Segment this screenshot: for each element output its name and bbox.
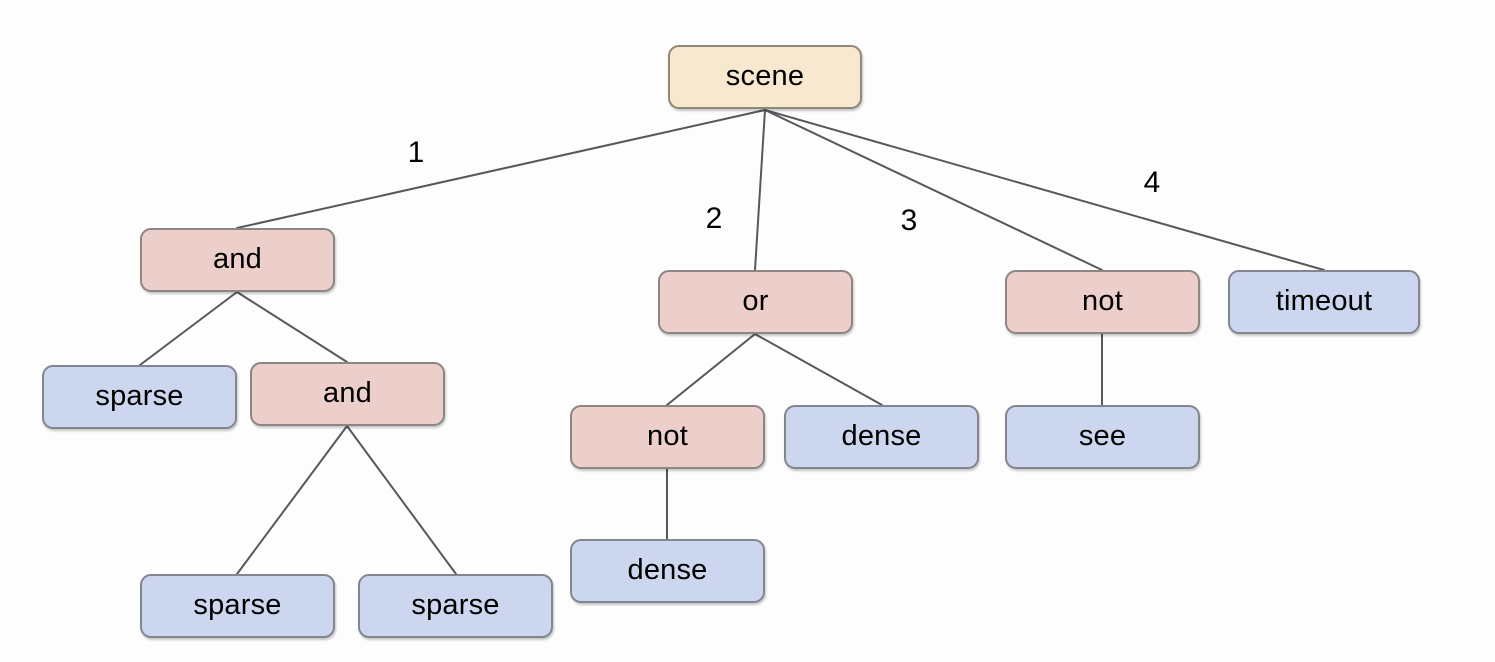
tree-edge — [754, 109, 766, 271]
edge-order-label: 3 — [900, 204, 918, 237]
edge-order-label: 2 — [705, 202, 723, 235]
tree-node-label: sparse — [95, 379, 184, 412]
tree-edge — [139, 291, 238, 366]
tree-node-label: not — [1082, 284, 1123, 317]
tree-edge — [666, 333, 756, 406]
tree-edge — [764, 109, 1103, 271]
tree-node-label: and — [213, 242, 262, 275]
tree-edge — [754, 333, 883, 406]
tree-node-sparse3[interactable]: sparse — [358, 574, 553, 638]
tree-edge — [236, 425, 348, 575]
edge-order-label: 4 — [1143, 166, 1161, 199]
tree-node-scene[interactable]: scene — [668, 45, 862, 109]
tree-node-sparse2[interactable]: sparse — [140, 574, 335, 638]
tree-edge — [346, 425, 457, 575]
tree-node-label: not — [647, 419, 688, 452]
tree-node-see[interactable]: see — [1005, 405, 1200, 469]
tree-node-sparse1[interactable]: sparse — [42, 365, 237, 429]
tree-node-label: sparse — [411, 588, 500, 621]
tree-node-and1[interactable]: and — [140, 228, 335, 292]
tree-node-label: scene — [725, 59, 805, 92]
tree-node-dense1[interactable]: dense — [784, 405, 979, 469]
tree-node-label: or — [742, 284, 769, 317]
tree-edge — [764, 109, 1325, 271]
tree-node-not2[interactable]: not — [570, 405, 765, 469]
tree-node-label: see — [1078, 419, 1127, 452]
tree-node-label: timeout — [1275, 284, 1373, 317]
tree-node-not1[interactable]: not — [1005, 270, 1200, 334]
tree-node-or1[interactable]: or — [658, 270, 853, 334]
tree-node-label: and — [323, 376, 372, 409]
tree-node-timeout[interactable]: timeout — [1228, 270, 1420, 334]
tree-edge — [236, 291, 348, 363]
edge-order-label: 1 — [407, 136, 425, 169]
tree-edge — [236, 109, 766, 229]
tree-node-label: sparse — [193, 588, 282, 621]
tree-node-label: dense — [841, 419, 922, 452]
tree-node-dense2[interactable]: dense — [570, 539, 765, 603]
tree-node-and2[interactable]: and — [250, 362, 445, 426]
tree-node-label: dense — [627, 553, 708, 586]
